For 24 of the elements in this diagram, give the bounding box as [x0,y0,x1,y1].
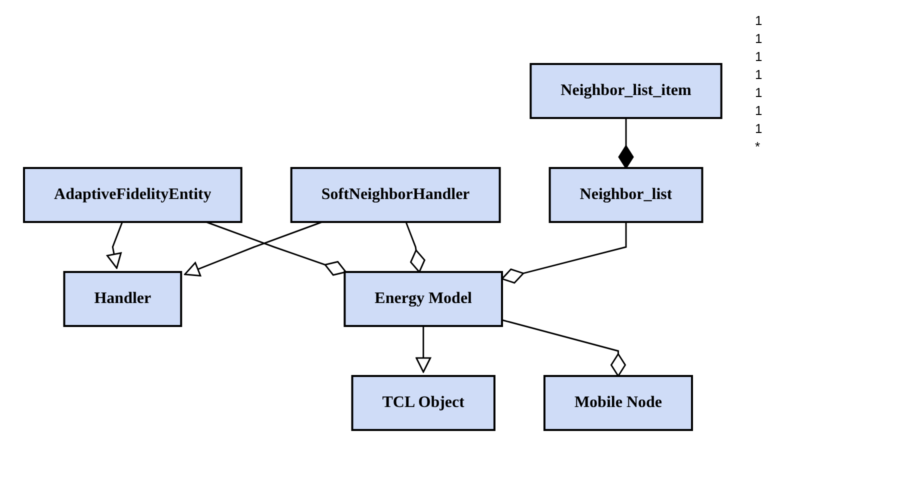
multiplicity-label: * [755,139,762,154]
association-line [618,118,634,169]
multiplicity-label: 1 [755,67,764,82]
multiplicity-label: 1 [755,121,764,136]
association-line [502,319,626,377]
class-box: SoftNeighborHandler [290,167,501,223]
class-box: Neighbor_list [548,167,704,223]
association-line [206,221,346,276]
multiplicity-label: 1 [755,13,764,28]
generalization-arrow [106,222,123,269]
class-box: Mobile Node [543,374,693,431]
multiplicity-label: 1 [755,85,764,100]
multiplicity-label: 1 [755,31,764,46]
class-box: Neighbor_list_item [530,63,722,119]
multiplicity-label: 1 [755,49,764,64]
association-line [501,222,627,284]
generalization-arrow [415,326,431,373]
class-box: Handler [63,271,182,327]
class-box: TCL Object [351,374,496,431]
class-box: Energy Model [344,271,503,327]
generalization-arrow [184,221,322,276]
class-box: AdaptiveFidelityEntity [22,167,242,223]
association-line [405,222,426,273]
multiplicity-label: 1 [755,103,764,118]
